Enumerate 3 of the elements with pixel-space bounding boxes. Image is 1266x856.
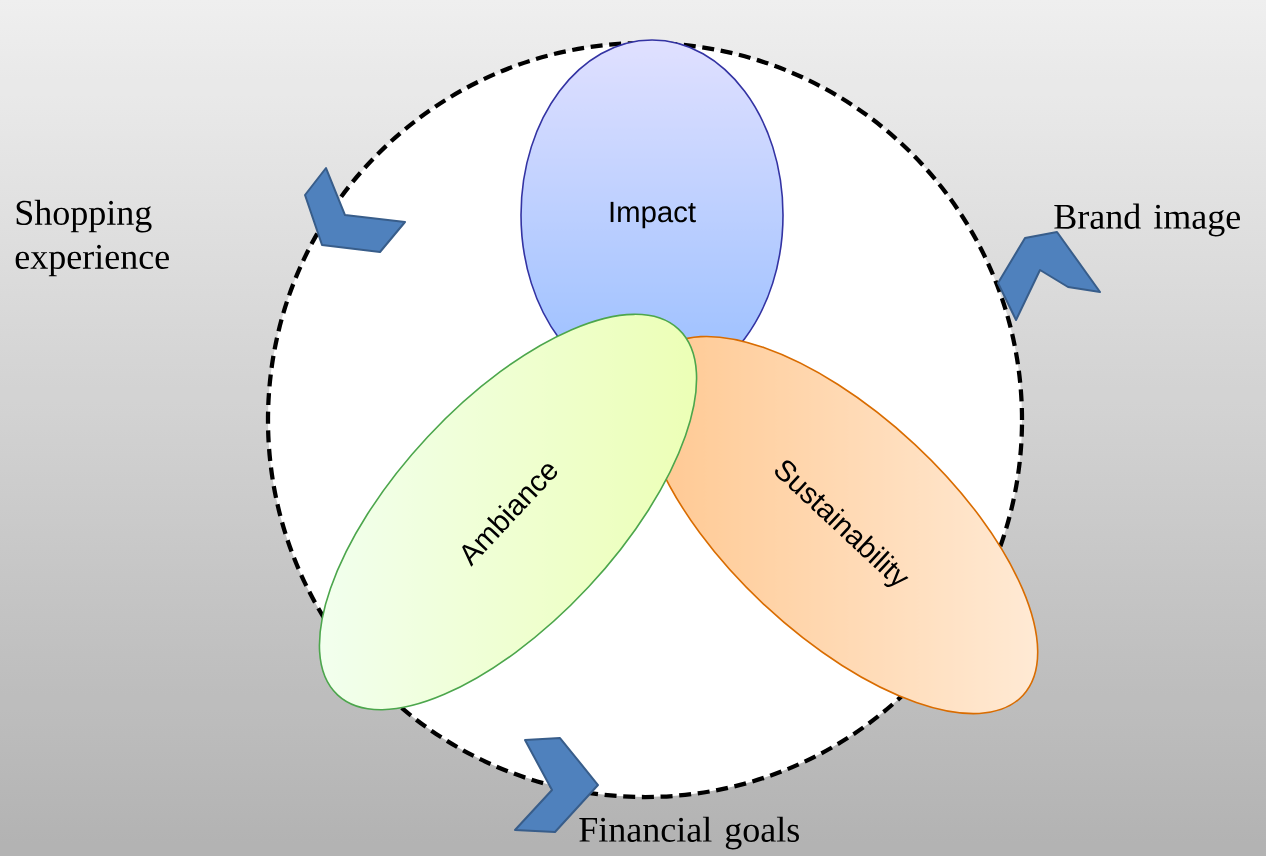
label: Shopping experience [15, 199, 169, 277]
label: Financial goals [579, 816, 799, 850]
label: Brand image [1054, 203, 1240, 237]
